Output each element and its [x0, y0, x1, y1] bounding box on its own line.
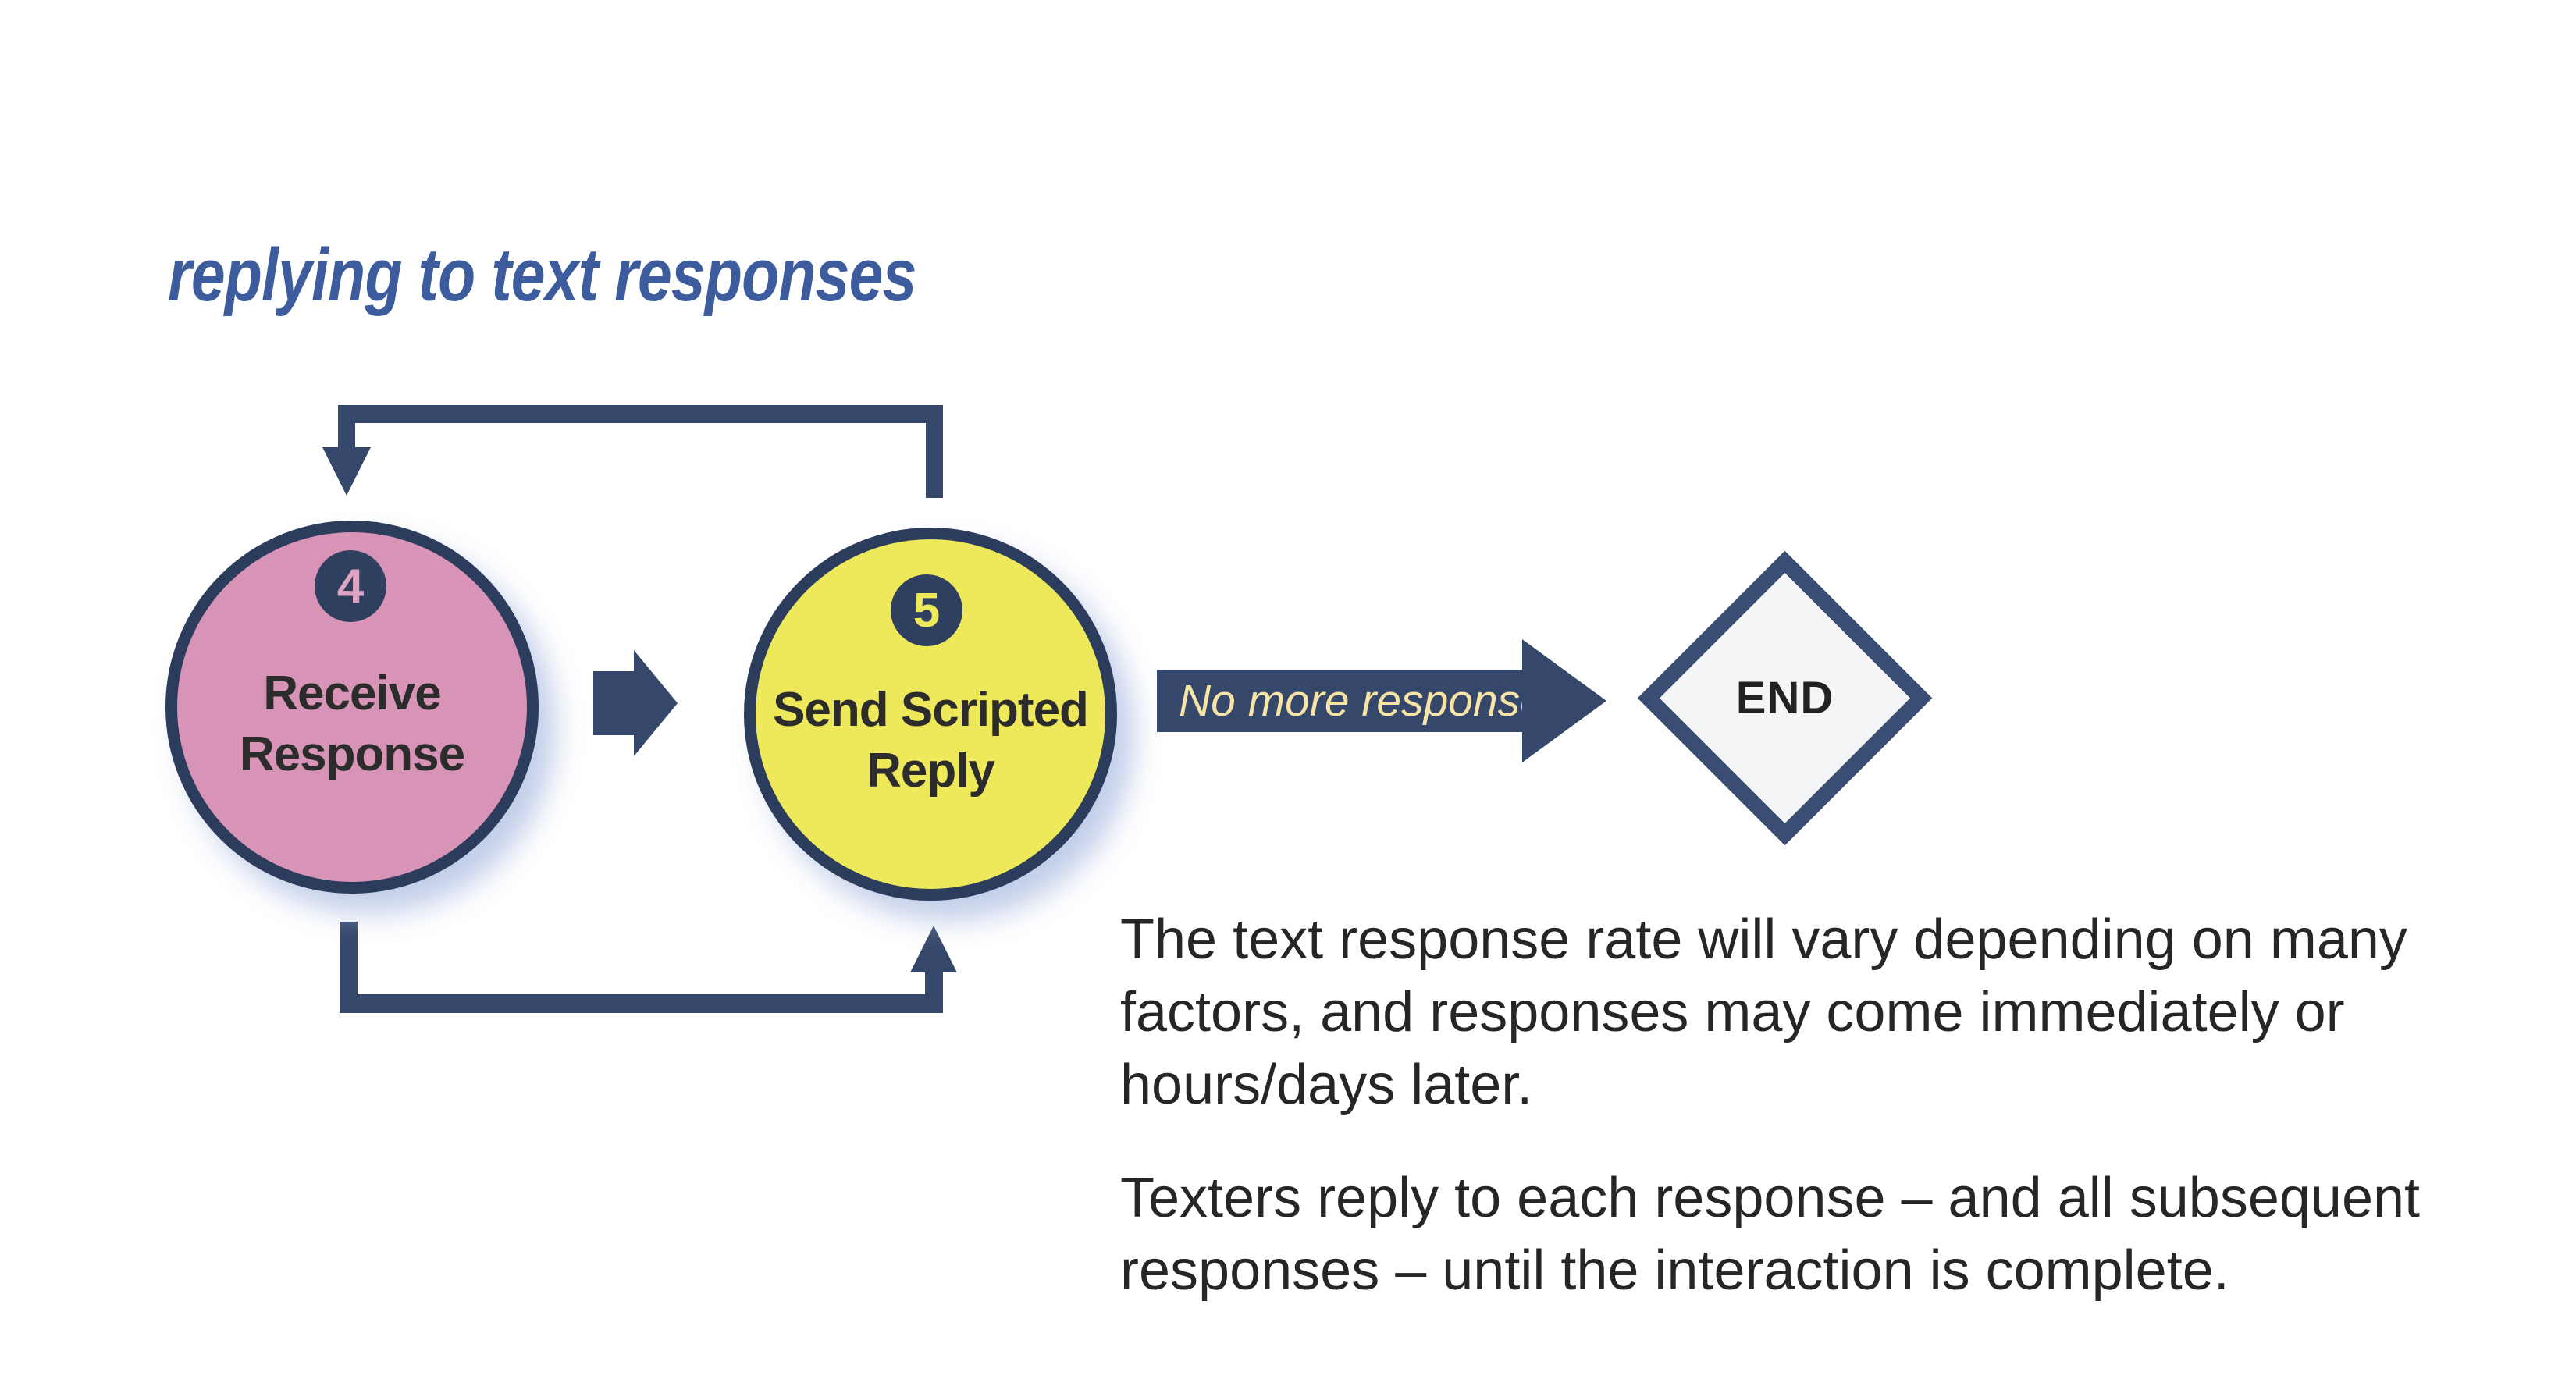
step-label-send-scripted-reply: Send Scripted Reply: [773, 683, 1089, 798]
flow-arrowhead-right-icon: [634, 650, 678, 756]
step-circle-receive-response: 4 Receive Response: [165, 521, 539, 894]
step-number-badge-5: 5: [891, 574, 962, 646]
loop-arrow-top-horizontal: [338, 405, 943, 423]
end-diamond: END: [1637, 550, 1933, 846]
arrowhead-down-icon: [322, 447, 371, 496]
note-paragraph-2: Texters reply to each response – and all…: [1120, 1167, 2421, 1302]
step-number-badge-4: 4: [315, 550, 386, 622]
arrowhead-up-icon: [910, 926, 957, 972]
flow-arrow-icon: [593, 671, 635, 735]
loop-arrow-bottom-horizontal: [340, 994, 943, 1013]
loop-arrow-top-left-vertical: [338, 405, 355, 449]
loop-arrow-bottom-right-vertical: [925, 971, 943, 1013]
no-more-responses-label: No more responses: [1179, 676, 1567, 726]
page-title: replying to text responses: [168, 233, 916, 317]
loop-arrow-bottom-left-vertical: [340, 922, 358, 1013]
note-paragraph-1: The text response rate will vary dependi…: [1120, 908, 2407, 1116]
step-label-receive-response: Receive Response: [239, 667, 465, 781]
end-label: END: [1735, 673, 1834, 723]
no-more-responses-arrow: No more responses: [1157, 670, 1567, 732]
step-circle-send-scripted-reply: 5 Send Scripted Reply: [744, 528, 1117, 901]
loop-arrow-top-right-vertical: [926, 405, 943, 498]
transition-arrowhead-right-icon: [1522, 639, 1606, 762]
